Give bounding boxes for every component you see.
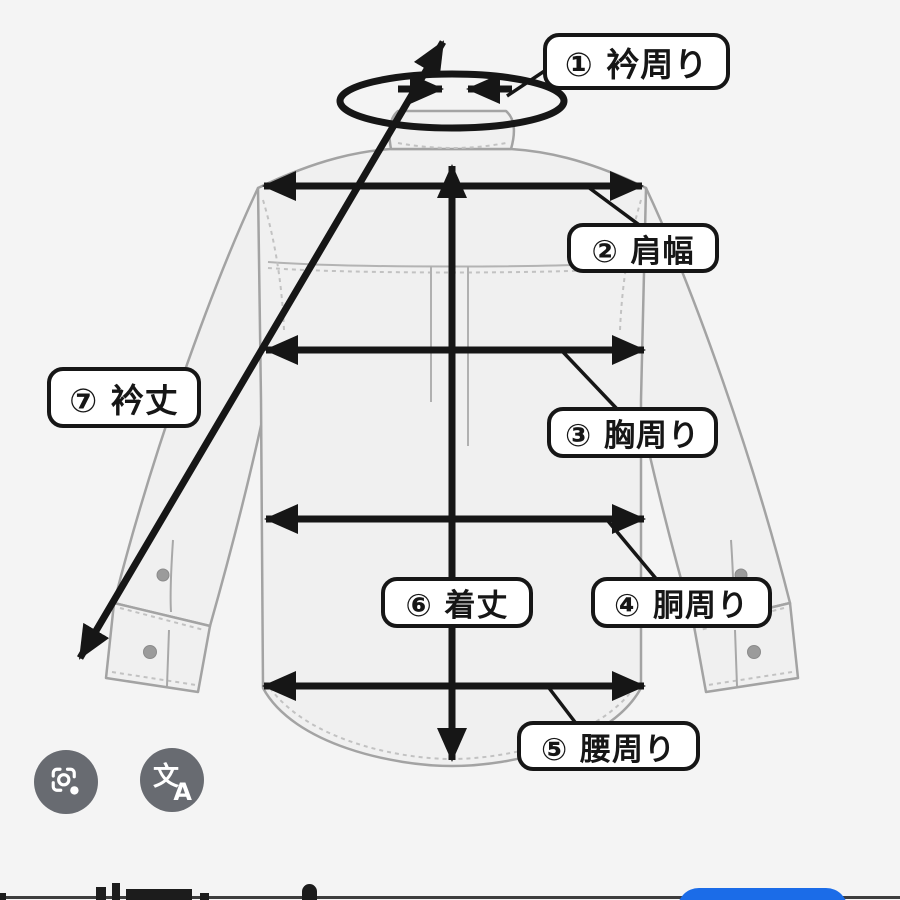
label-chest-circumference: ③ 胸周り (547, 407, 718, 458)
arrow-sleeve-diagonal (76, 40, 447, 660)
translate-button[interactable]: 文 A (140, 748, 204, 812)
cutoff-text-fragment (112, 883, 120, 900)
leader-lines (506, 68, 660, 728)
cutoff-text-fragment (96, 887, 106, 900)
cutoff-text-fragment (302, 884, 317, 900)
cutoff-blue-action-button[interactable] (677, 888, 848, 900)
label-hip-circumference: ⑤ 腰周り (517, 721, 700, 771)
measurement-arrows (76, 40, 646, 762)
lens-camera-button[interactable] (34, 750, 98, 814)
label-body-length: ⑥ 着丈 (381, 577, 533, 628)
label-collar-length: ⑦ 衿丈 (47, 367, 201, 428)
cutoff-text-fragment (0, 893, 6, 900)
translate-icon-cjk: 文 (153, 762, 180, 792)
label-shoulder-width: ② 肩幅 (567, 223, 719, 273)
label-waist-circumference: ④ 胴周り (591, 577, 772, 628)
bottom-divider-line (0, 896, 900, 899)
cutoff-text-fragment (200, 893, 209, 900)
lens-camera-icon (51, 767, 79, 795)
translate-icon-latin: A (173, 778, 192, 806)
label-collar-circumference: ① 衿周り (543, 33, 730, 90)
cutoff-text-fragment (126, 889, 192, 900)
translate-icon: 文 A (152, 760, 192, 806)
